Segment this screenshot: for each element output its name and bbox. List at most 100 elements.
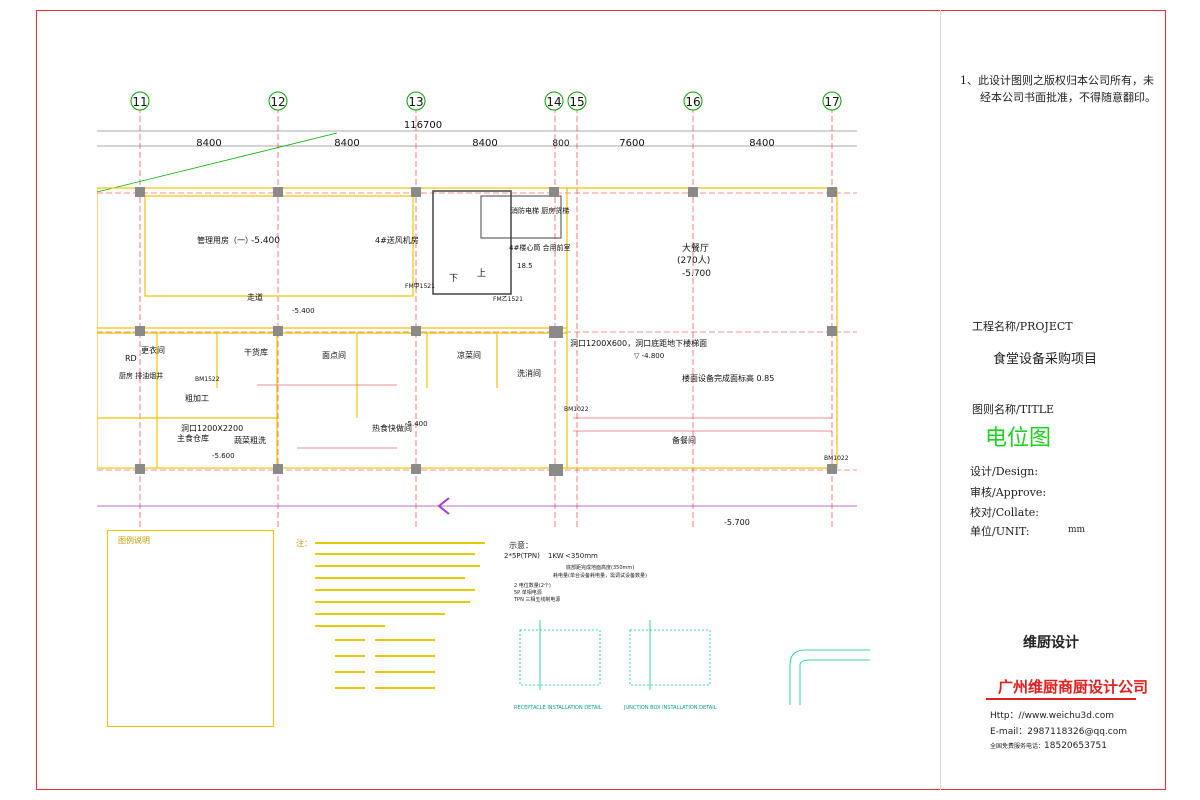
diagonal-mark bbox=[97, 132, 338, 193]
dim-15-16: 7600 bbox=[619, 138, 644, 149]
axis-13-label: 13 bbox=[408, 95, 423, 109]
symbol-title: 示意： bbox=[509, 541, 533, 550]
axis-16-label: 16 bbox=[685, 95, 700, 109]
symbol-desc-4: 底部距完成地面高度(350mm) bbox=[566, 565, 635, 571]
room-washing: 洗消间 bbox=[517, 368, 541, 378]
overall-dimension: 116700 bbox=[404, 120, 442, 131]
installation-details bbox=[519, 620, 870, 705]
axis-15-label: 15 bbox=[569, 95, 584, 109]
lift-up: 上 bbox=[477, 268, 486, 279]
company-underline bbox=[986, 698, 1136, 700]
unit-value: mm bbox=[1068, 525, 1086, 535]
room-dining: 大餐厅 bbox=[682, 242, 709, 254]
door-fm1: FM甲1521 bbox=[405, 283, 435, 290]
copyright-notice-line1: 1、此设计图则之版权归本公司所有，未 bbox=[960, 74, 1154, 87]
symbol-code-2: 1KW bbox=[548, 552, 564, 560]
phone-number[interactable]: 18520653751 bbox=[1044, 741, 1108, 751]
symbol-desc-8: TPN 三相五线制电源 bbox=[514, 597, 561, 603]
detail-receptacle-caption: RECEPTACLE INSTALLATION DETAIL bbox=[514, 705, 602, 711]
axis-bubble-16: 16 bbox=[683, 91, 703, 111]
drawing-frame bbox=[36, 10, 1166, 790]
axis-bubble-14: 14 bbox=[544, 91, 564, 111]
symbol-desc-6: 2 电位数量(2个) bbox=[514, 583, 551, 589]
room-corridor-level: -5.400 bbox=[292, 307, 315, 315]
collate-label: 校对/Collate: bbox=[970, 506, 1039, 519]
room-dry-store: 干货库 bbox=[244, 347, 268, 357]
room-cold-store-level: -5.600 bbox=[212, 452, 235, 460]
legend-title: 图例说明 bbox=[118, 536, 150, 545]
room-rd: RD bbox=[125, 354, 137, 363]
room-dining-capacity: (270人) bbox=[677, 255, 710, 266]
axis-bubble-11: 11 bbox=[130, 91, 150, 111]
room-corridor: 走道 bbox=[247, 292, 263, 302]
room-core: 4#楼心筒 合用前室 bbox=[509, 243, 571, 252]
axis-14-label: 14 bbox=[546, 95, 561, 109]
axis-bubble-15: 15 bbox=[567, 91, 587, 111]
door-m1: BM1522 bbox=[195, 376, 220, 383]
company-email[interactable]: E-mail：2987118326@qq.com bbox=[990, 727, 1127, 737]
axis-bubble-12: 12 bbox=[268, 91, 288, 111]
axis-12-label: 12 bbox=[270, 95, 285, 109]
room-rough-process: 粗加工 bbox=[185, 393, 209, 403]
door-m3: BM1022 bbox=[824, 455, 849, 462]
project-label: 工程名称/PROJECT bbox=[972, 320, 1073, 333]
dim-16-17: 8400 bbox=[749, 138, 774, 149]
dim-14-15: 800 bbox=[552, 139, 569, 149]
room-hot-food: 热食快做间 bbox=[372, 423, 412, 433]
axis-17-label: 17 bbox=[824, 95, 839, 109]
title-block-divider bbox=[940, 10, 941, 790]
stair-core bbox=[432, 190, 512, 295]
symbol-code-3: <350mm bbox=[565, 552, 598, 560]
grid-lines bbox=[97, 98, 857, 528]
axis-11-label: 11 bbox=[132, 95, 147, 109]
company-name: 广州维厨商厨设计公司 bbox=[998, 678, 1149, 696]
room-changing: 更衣间 bbox=[141, 345, 165, 355]
room-fan: 4#送风机房 bbox=[375, 235, 419, 245]
symbol-desc-7: 5P 单相电源 bbox=[514, 590, 542, 596]
room-cold-dish: 凉菜间 bbox=[457, 350, 481, 360]
room-core-dim: 18.5 bbox=[517, 262, 533, 270]
notes-lines bbox=[315, 542, 485, 689]
room-elevator: 消防电梯 厨房货梯 bbox=[511, 206, 569, 215]
phone-label: 全国免费服务电话： bbox=[990, 743, 1045, 750]
opening-3: 楼面设备完成面标高 0.85 bbox=[682, 373, 774, 383]
symbol-desc-5: 耗电量(单台设备耗电量，需调试设备数量) bbox=[553, 573, 647, 579]
approve-label: 审核/Approve: bbox=[970, 486, 1047, 499]
axis-bubble-13: 13 bbox=[406, 91, 426, 111]
room-hot-food-level: -5.400 bbox=[405, 420, 428, 428]
opening-1: 洞口1200X600，洞口底距地下楼梯面 bbox=[570, 338, 707, 348]
door-fm2: FM乙1521 bbox=[493, 296, 523, 303]
opening-1-level: ▽ -4.800 bbox=[634, 352, 664, 360]
drawing-title: 电位图 bbox=[985, 426, 1052, 451]
room-labels: 管理用房（一） -5.400 4#送风机房 消防电梯 厨房货梯 4#楼心筒 合用… bbox=[119, 206, 711, 460]
room-pastry: 面点间 bbox=[322, 351, 346, 360]
legend-panel: 图例说明 bbox=[107, 530, 274, 727]
opening-2: 洞口1200X2200 bbox=[181, 423, 243, 433]
company-website[interactable]: Http：//www.weichu3d.com bbox=[990, 711, 1114, 721]
copyright-notice-line2: 经本公司书面批准，不得随意翻印。 bbox=[980, 91, 1156, 104]
dim-13-14: 8400 bbox=[472, 138, 497, 149]
elevator-shaft bbox=[480, 195, 562, 239]
room-vegetable: 蔬菜粗洗 bbox=[234, 435, 266, 445]
detail-junction-caption: JUNCTION BOX INSTALLATION DETAIL bbox=[624, 705, 717, 711]
equipment-markers bbox=[257, 384, 832, 449]
unit-label: 单位/UNIT: bbox=[970, 525, 1030, 538]
opening-annotations: 洞口1200X600，洞口底距地下楼梯面 ▽ -4.800 洞口1200X220… bbox=[181, 283, 849, 527]
title-label: 图则名称/TITLE bbox=[972, 403, 1055, 416]
room-exhaust: 厨房 排油烟井 bbox=[119, 371, 163, 380]
level-bottom: -5.700 bbox=[724, 518, 750, 527]
axis-bubble-17: 17 bbox=[822, 91, 842, 111]
lift-down: 下 bbox=[449, 274, 458, 284]
company-brand: 维厨设计 bbox=[1023, 635, 1079, 651]
door-m2: BM1022 bbox=[564, 406, 589, 413]
room-management: 管理用房（一） bbox=[197, 235, 253, 245]
room-staple-store: 主食仓库 bbox=[177, 433, 209, 443]
company-phone: 全国免费服务电话：18520653751 bbox=[990, 741, 1107, 751]
room-management-level: -5.400 bbox=[251, 236, 280, 246]
dim-12-13: 8400 bbox=[334, 138, 359, 149]
room-dining-level: -5.700 bbox=[682, 269, 711, 279]
dim-11-12: 8400 bbox=[196, 138, 221, 149]
project-name: 食堂设备采购项目 bbox=[993, 352, 1098, 367]
symbol-code-1: 2*5P(TPN) bbox=[504, 552, 540, 560]
room-serving: 备餐间 bbox=[672, 435, 696, 445]
